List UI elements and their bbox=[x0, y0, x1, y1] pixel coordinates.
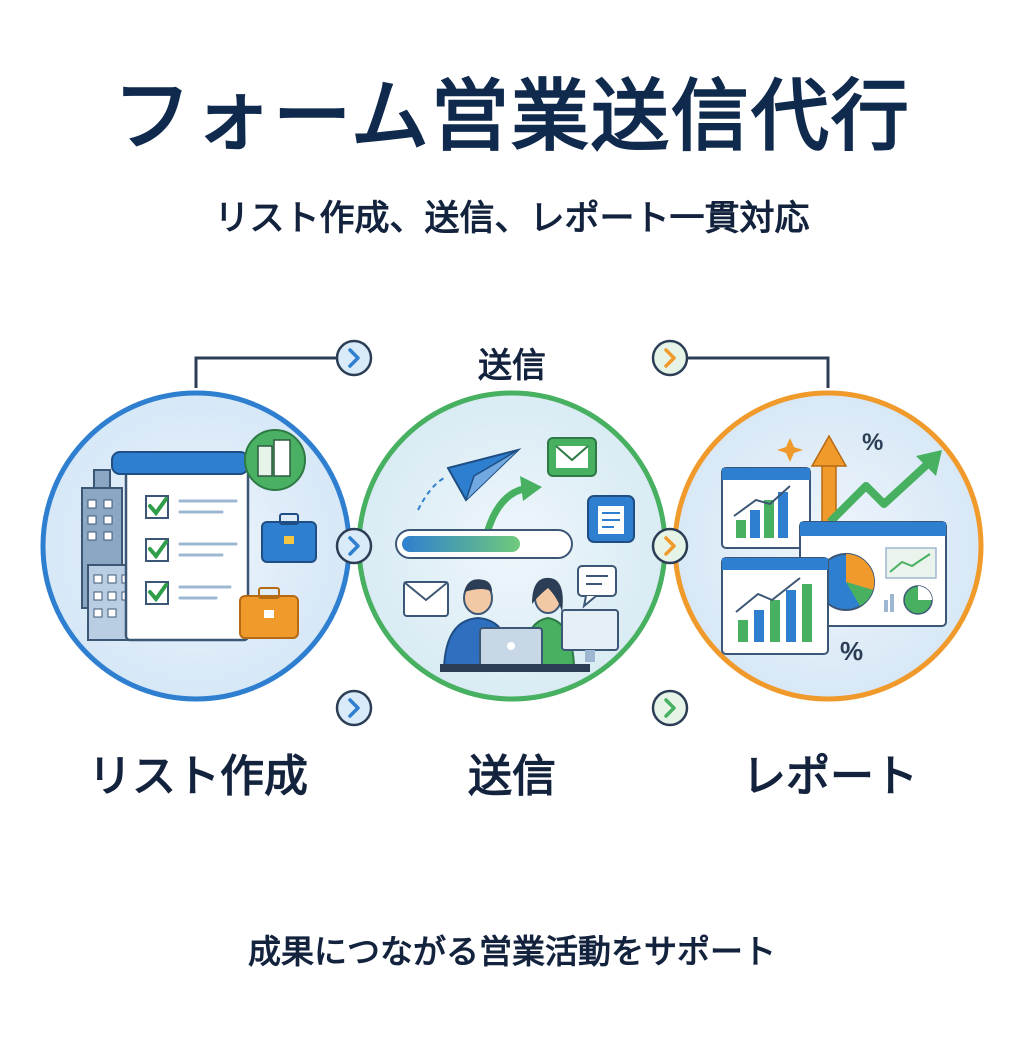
svg-text:%: % bbox=[840, 636, 863, 666]
svg-text:%: % bbox=[862, 429, 883, 456]
chevron-right-icon bbox=[651, 689, 689, 727]
up-arrow-icon bbox=[810, 434, 848, 525]
company-badge-icon bbox=[244, 429, 306, 491]
chevron-right-icon bbox=[335, 689, 373, 727]
line-chart-window-icon bbox=[721, 557, 829, 655]
office-workers-icon bbox=[440, 577, 619, 672]
step-label-list-creation: リスト作成 bbox=[88, 751, 308, 802]
footer-tagline: 成果につながる営業活動をサポート bbox=[248, 932, 776, 971]
mail-icon bbox=[547, 437, 597, 477]
connector-lines bbox=[194, 356, 830, 388]
envelope-icon bbox=[403, 581, 449, 617]
checklist-document-icon bbox=[111, 451, 250, 642]
report-circle: % % bbox=[672, 390, 984, 702]
office-building-icon bbox=[81, 469, 133, 641]
document-badge-icon bbox=[587, 495, 635, 543]
upload-arrow-icon bbox=[484, 476, 542, 534]
list-creation-circle bbox=[40, 390, 352, 702]
briefcase-orange-icon bbox=[239, 587, 299, 639]
chevron-right-icon bbox=[651, 339, 689, 377]
page-title: フォーム営業送信代行 bbox=[113, 72, 911, 162]
step-label-report: レポート bbox=[742, 751, 918, 802]
bar-chart-window-icon bbox=[721, 467, 811, 549]
chevron-right-icon bbox=[335, 339, 373, 377]
sending-circle bbox=[356, 390, 668, 702]
chevron-right-icon bbox=[651, 527, 689, 565]
chevron-right-icon bbox=[335, 527, 373, 565]
page-subtitle: リスト作成、送信、レポート一貫対応 bbox=[214, 199, 810, 239]
trend-arrow-icon bbox=[827, 450, 942, 525]
chat-bubble-icon bbox=[577, 565, 617, 609]
sparkle-icon bbox=[777, 438, 803, 462]
progress-bar bbox=[395, 529, 573, 559]
step-label-sending: 送信 bbox=[468, 751, 556, 802]
briefcase-blue-icon bbox=[261, 513, 317, 563]
paper-plane-icon bbox=[417, 448, 522, 511]
top-step-label: 送信 bbox=[478, 346, 546, 386]
